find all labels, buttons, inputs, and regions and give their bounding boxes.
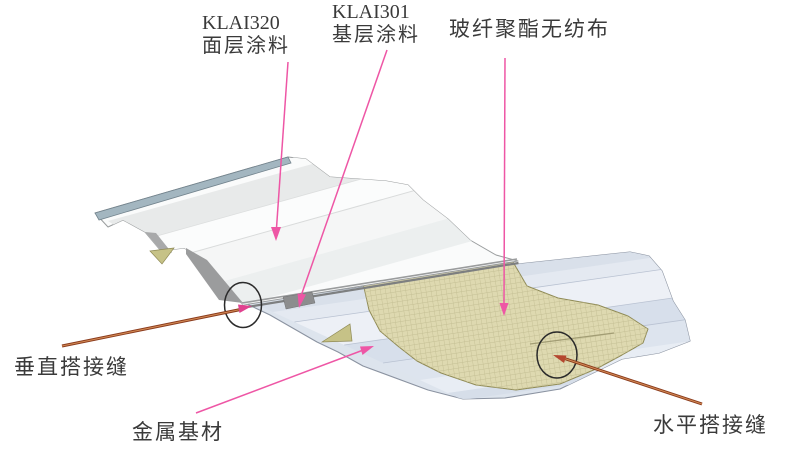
label-top-coat-code: KLAI320 — [202, 12, 280, 34]
metal-substrate-arrowhead — [360, 346, 374, 355]
top-coat-leader — [275, 61, 289, 229]
fabric-arrowhead — [499, 303, 509, 316]
vertical-seam-arrowhead — [238, 304, 252, 313]
rib-flank-shadow — [145, 232, 172, 253]
label-base-coat: KLAI301 基层涂料 — [332, 1, 420, 47]
label-metal-substrate: 金属基材 — [132, 420, 224, 444]
label-top-coat: KLAI320 面层涂料 — [202, 12, 290, 58]
label-vertical-seam: 垂直搭接缝 — [14, 355, 129, 379]
top-coat-arrowhead — [271, 227, 281, 241]
callout-arrows — [61, 49, 703, 414]
coating-cut-wedge — [149, 247, 175, 265]
label-base-coat-code: KLAI301 — [332, 1, 410, 23]
front-edge-strip-outer — [241, 258, 518, 304]
metal-substrate-leader — [195, 348, 367, 414]
horizontal-seam-arrowhead — [553, 355, 567, 363]
mesh-overlap-edge — [529, 332, 615, 345]
base-coat-arrowhead — [297, 293, 306, 308]
coating-edge-strip — [94, 156, 292, 221]
horizontal-seam-circle — [536, 331, 578, 379]
substrate-cut-edge-wedge — [320, 323, 353, 343]
fabric-leader — [503, 57, 506, 305]
lap-step-flank — [186, 248, 243, 303]
label-top-coat-text: 面层涂料 — [202, 35, 290, 57]
vertical-seam-circle — [223, 281, 263, 329]
label-fiberglass-mesh: 玻纤聚酯无纺布 — [449, 17, 610, 41]
base-coat-leader — [300, 49, 388, 297]
label-horizontal-seam: 水平搭接缝 — [653, 413, 768, 437]
label-base-coat-text: 基层涂料 — [332, 24, 420, 46]
